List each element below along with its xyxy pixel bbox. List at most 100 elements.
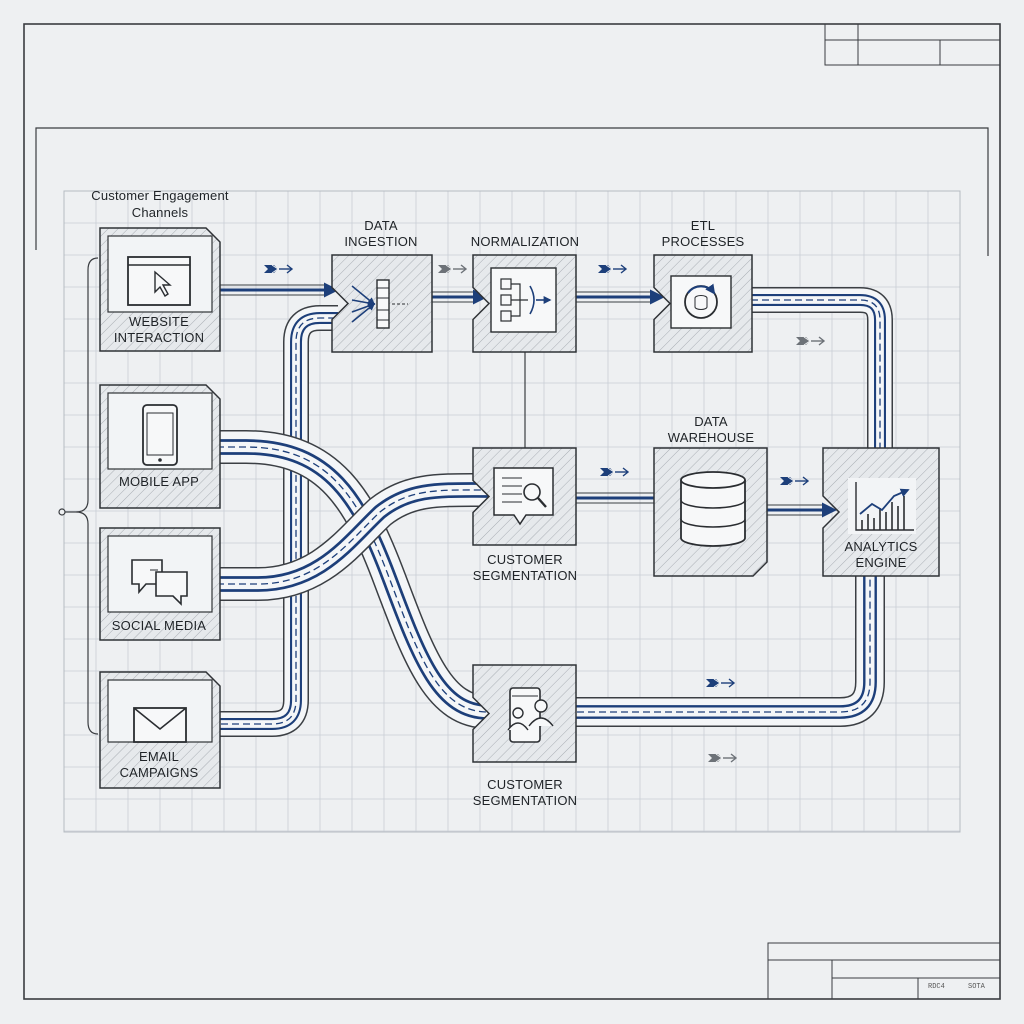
chevron-tip <box>286 264 294 274</box>
magnifier-handle <box>537 497 547 508</box>
flow-social-to-segmentation1 <box>206 472 489 601</box>
stage-node-segmentation1 <box>472 447 577 546</box>
norm-node <box>500 310 512 322</box>
stage-label-ingestion: DATA INGESTION <box>322 218 440 250</box>
flow-etl-to-analytics <box>740 287 893 462</box>
phone-button <box>158 458 162 462</box>
stage-label-line: ENGINE <box>855 555 907 570</box>
user-head <box>534 699 548 713</box>
etl-panel <box>670 275 732 329</box>
title-block-top <box>824 23 1001 66</box>
chevron-split <box>713 678 721 688</box>
channel-node-website <box>99 227 221 352</box>
chevron-head <box>708 754 722 762</box>
stage-label-warehouse: DATA WAREHOUSE <box>652 414 770 446</box>
diagram-title: Customer Engagement Channels <box>80 187 240 221</box>
stage-label-line: WAREHOUSE <box>667 430 755 445</box>
channel-node-email <box>99 671 221 789</box>
filter-gate <box>376 279 390 329</box>
flow-website-to-ingestion <box>210 282 339 298</box>
stage-label-line: NORMALIZATION <box>470 234 580 249</box>
flow-segmentation-to-warehouse <box>566 490 669 506</box>
phone-screen <box>146 412 174 456</box>
chevron-tip <box>728 678 736 688</box>
chevron-tip <box>620 264 628 274</box>
channel-label-line: EMAIL <box>138 749 179 764</box>
db-ring <box>680 499 746 509</box>
bubble-right <box>155 571 188 606</box>
channel-label-line: CAMPAIGNS <box>119 765 199 780</box>
stage-label-line: CUSTOMER <box>487 777 563 792</box>
channel-node-mobile <box>99 384 221 509</box>
users-device-icon <box>507 687 554 743</box>
envelope-icon <box>133 707 187 743</box>
stage-label-line: ANALYTICS <box>844 539 918 554</box>
chevron-head <box>438 265 452 273</box>
chart-axes <box>855 482 914 531</box>
chevron-head <box>600 468 614 476</box>
stage-label-etl: ETL PROCESSES <box>644 218 762 250</box>
chevron-etl <box>796 336 826 346</box>
trend-chart-icon <box>848 478 916 534</box>
stage-node-analytics <box>822 447 940 577</box>
stage-node-segmentation2 <box>472 664 577 763</box>
etl-cycle-icon <box>670 275 732 329</box>
channel-label-line: MOBILE APP <box>118 474 200 489</box>
channel-node-social <box>99 527 221 641</box>
flow-segmentation2-to-analytics <box>566 574 885 727</box>
title-block-code-a: RDC4 <box>928 983 945 991</box>
stage-node-normalization <box>472 254 577 353</box>
chevron-bottom-blue <box>706 678 736 688</box>
etl-db-body <box>694 298 708 310</box>
chevron-split <box>715 753 723 763</box>
pipe-centerline <box>206 446 489 713</box>
stage-label-segmentation2: CUSTOMER SEGMENTATION <box>455 777 595 809</box>
chart-backdrop <box>848 478 916 534</box>
database-cylinder-icon <box>680 471 746 547</box>
title-block-code-b: SOTA <box>968 983 985 991</box>
chat-bubbles-icon <box>131 559 188 606</box>
pipe-outline <box>210 305 338 737</box>
pipe-gap <box>566 574 875 717</box>
sheet-frame <box>23 23 1001 1000</box>
stage-label-line: DATA <box>694 414 728 429</box>
pipe-centerline <box>210 317 338 725</box>
stage-node-warehouse <box>653 447 768 577</box>
chevron-head <box>264 265 278 273</box>
chevron-tip <box>460 264 468 274</box>
chevron-split <box>787 476 795 486</box>
chevron-split <box>803 336 811 346</box>
flow-chevrons <box>264 264 826 763</box>
pipe-gap <box>210 314 338 728</box>
pipe-body <box>210 306 338 736</box>
chevron-warehouse <box>780 476 810 486</box>
pipe-centerline <box>566 574 871 713</box>
stage-label-normalization: NORMALIZATION <box>460 234 590 250</box>
chevron-tip <box>802 476 810 486</box>
norm-node <box>500 294 512 306</box>
db-top <box>680 471 746 489</box>
stage-label-line: ETL <box>690 218 716 233</box>
document-search-icon <box>493 467 554 526</box>
chevron-tip <box>818 336 826 346</box>
chevron-tip <box>730 753 738 763</box>
chevron-head <box>796 337 810 345</box>
ingestion-filter-icon <box>351 279 408 329</box>
channel-label-line: WEBSITE <box>129 314 189 329</box>
nodes-layer <box>99 227 940 789</box>
user-body <box>507 722 529 731</box>
flow-normalization-to-etl <box>562 289 665 305</box>
user-head <box>512 707 524 719</box>
chevron-head <box>598 265 612 273</box>
channel-label-social: SOCIAL MEDIA <box>100 618 218 634</box>
norm-brace <box>529 285 535 315</box>
bubble-left <box>131 559 163 595</box>
chevron-head <box>780 477 794 485</box>
title-block-bottom <box>767 942 1001 1000</box>
chevron-segmentation <box>600 467 630 477</box>
browser-cursor-icon <box>127 256 191 306</box>
chevron-bottom-gray <box>708 753 738 763</box>
chevron-head <box>706 679 720 687</box>
